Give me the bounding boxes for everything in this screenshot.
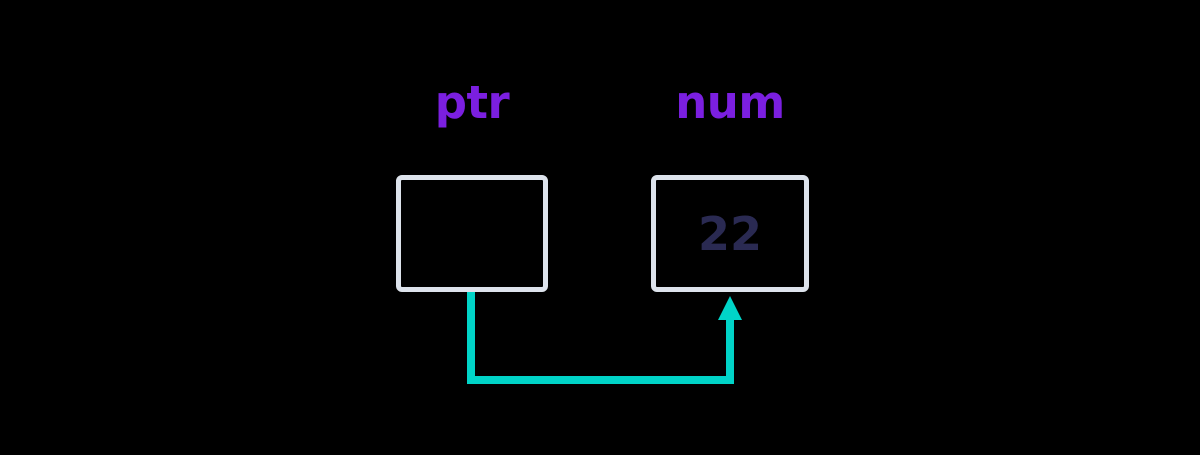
memory-box-ptr xyxy=(396,175,548,292)
variable-label-num: num xyxy=(675,76,785,129)
pointer-connector-line xyxy=(467,292,734,384)
pointer-arrowhead-icon xyxy=(718,296,742,320)
variable-label-ptr: ptr xyxy=(434,76,510,129)
memory-box-num: 22 xyxy=(651,175,809,292)
memory-value-num: 22 xyxy=(697,206,762,261)
